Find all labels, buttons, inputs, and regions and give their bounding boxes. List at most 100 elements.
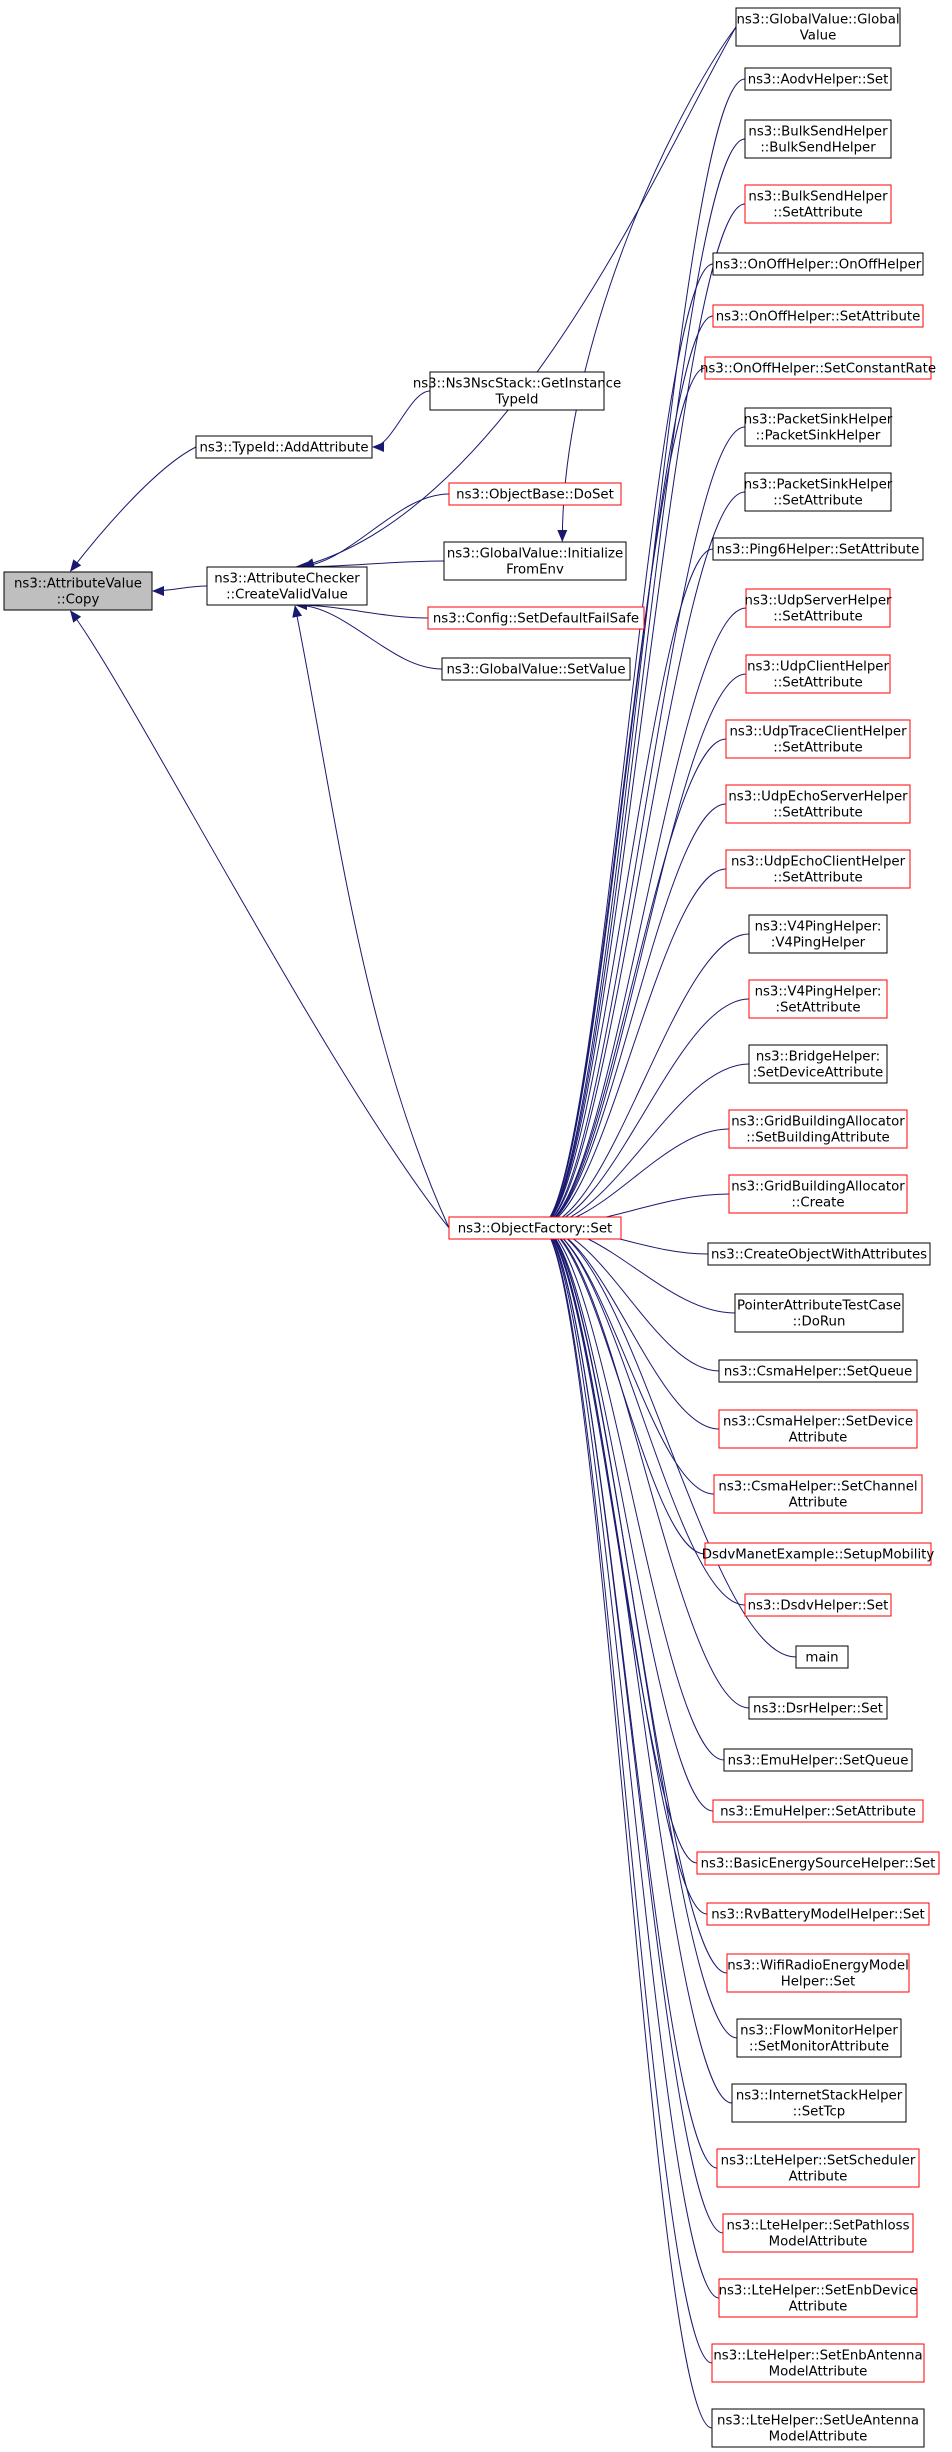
node-udptrace[interactable]: ns3::UdpTraceClientHelper::SetAttribute <box>725 719 911 759</box>
node-label-line: ns3::ObjectFactory::Set <box>458 1222 612 1237</box>
node-label-line: ns3::LteHelper::SetEnbAntenna <box>713 2349 922 2364</box>
node-label-line: ::SetBuildingAttribute <box>746 1131 889 1146</box>
node-label-line: ns3::RvBatteryModelHelper::Set <box>711 1908 925 1923</box>
node-label-line: ::SetAttribute <box>773 806 863 821</box>
edge-checker-to-root <box>152 585 208 596</box>
node-label-line: ns3::EmuHelper::SetQueue <box>728 1754 909 1769</box>
node-checker[interactable]: ns3::AttributeChecker::CreateValidValue <box>206 566 368 606</box>
node-dsdvmob[interactable]: DsdvManetExample::SetupMobility <box>702 1542 935 1566</box>
node-label-line: ns3::PacketSinkHelper <box>744 413 893 428</box>
node-bsctor[interactable]: ns3::BulkSendHelper::BulkSendHelper <box>744 119 892 159</box>
node-udpcli[interactable]: ns3::UdpClientHelper::SetAttribute <box>745 654 891 694</box>
node-onoffattr[interactable]: ns3::OnOffHelper::SetAttribute <box>712 304 924 328</box>
node-label-line: ::SetMonitorAttribute <box>749 2040 889 2055</box>
node-label-line: Attribute <box>789 2300 848 2315</box>
node-label-line: ns3::PacketSinkHelper <box>744 478 893 493</box>
node-box <box>745 588 891 628</box>
node-main[interactable]: main <box>795 1645 849 1669</box>
node-onoffrate[interactable]: ns3::OnOffHelper::SetConstantRate <box>700 356 936 380</box>
edge-bsctor-to-factory <box>539 138 746 1231</box>
node-echocli[interactable]: ns3::UdpEchoClientHelper::SetAttribute <box>725 849 911 889</box>
node-inettcp[interactable]: ns3::InternetStackHelper::SetTcp <box>731 2083 907 2123</box>
node-lteueant[interactable]: ns3::LteHelper::SetUeAntennaModelAttribu… <box>711 2408 925 2448</box>
node-box <box>748 1696 888 1720</box>
node-psattr[interactable]: ns3::PacketSinkHelper::SetAttribute <box>744 472 893 512</box>
node-v4ctor[interactable]: ns3::V4PingHelper::V4PingHelper <box>748 914 888 954</box>
node-factory[interactable]: ns3::ObjectFactory::Set <box>448 1216 622 1240</box>
node-box <box>443 541 627 581</box>
edge-dsrset-to-factory <box>539 1221 750 1709</box>
node-label-line: ns3::FlowMonitorHelper <box>740 2024 898 2039</box>
node-label-line: ModelAttribute <box>769 2365 868 2380</box>
node-gvset[interactable]: ns3::GlobalValue::SetValue <box>441 657 631 681</box>
node-aodv[interactable]: ns3::AodvHelper::Set <box>744 67 892 91</box>
node-label-line: ns3::OnOffHelper::SetConstantRate <box>700 362 936 377</box>
node-ltepath[interactable]: ns3::LteHelper::SetPathlossModelAttribut… <box>722 2213 914 2253</box>
edge-lteueant-to-factory <box>539 1221 713 2429</box>
node-box <box>722 2213 914 2253</box>
node-label-line: DsdvManetExample::SetupMobility <box>702 1548 935 1563</box>
node-emuattr[interactable]: ns3::EmuHelper::SetAttribute <box>712 1799 924 1823</box>
node-label-line: ModelAttribute <box>769 2430 868 2445</box>
node-label-line: Attribute <box>789 1496 848 1511</box>
node-root[interactable]: ns3::AttributeValue::Copy <box>3 571 153 611</box>
node-label-line: ModelAttribute <box>769 2235 868 2250</box>
node-box <box>195 435 373 459</box>
node-echosrv[interactable]: ns3::UdpEchoServerHelper::SetAttribute <box>725 784 911 824</box>
node-label-line: Value <box>800 29 837 44</box>
node-label-line: ::Copy <box>57 593 100 608</box>
node-label-line: :SetAttribute <box>775 1001 860 1016</box>
node-label-line: ::Create <box>791 1196 844 1211</box>
node-dsrset[interactable]: ns3::DsrHelper::Set <box>748 1696 888 1720</box>
node-label-line: ns3::UdpTraceClientHelper <box>729 725 907 740</box>
node-cfgdef[interactable]: ns3::Config::SetDefaultFailSafe <box>427 606 645 630</box>
node-box <box>725 849 911 889</box>
node-box <box>725 784 911 824</box>
node-rvbat[interactable]: ns3::RvBatteryModelHelper::Set <box>706 1902 930 1926</box>
node-v4attr[interactable]: ns3::V4PingHelper::SetAttribute <box>748 979 888 1019</box>
node-gridbld[interactable]: ns3::GridBuildingAllocator::SetBuildingA… <box>728 1109 908 1149</box>
node-emuq[interactable]: ns3::EmuHelper::SetQueue <box>723 1748 913 1772</box>
edge-dsdvset-to-factory <box>539 1221 746 1606</box>
node-label-line: ::SetAttribute <box>773 494 863 509</box>
node-label-line: ns3::LteHelper::SetPathloss <box>727 2219 910 2234</box>
node-gridcreate[interactable]: ns3::GridBuildingAllocator::Create <box>728 1174 908 1214</box>
edge-typeid-to-root <box>69 446 197 572</box>
node-typeid[interactable]: ns3::TypeId::AddAttribute <box>195 435 373 459</box>
node-label-line: ::SetAttribute <box>773 741 863 756</box>
node-csmadev[interactable]: ns3::CsmaHelper::SetDeviceAttribute <box>718 1409 918 1449</box>
node-label-line: :V4PingHelper <box>771 936 866 951</box>
node-box <box>712 537 924 561</box>
node-onoffctor[interactable]: ns3::OnOffHelper::OnOffHelper <box>712 252 924 276</box>
node-objbase[interactable]: ns3::ObjectBase::DoSet <box>448 482 622 506</box>
node-label-line: ns3::OnOffHelper::SetAttribute <box>716 310 921 325</box>
node-basicenergy[interactable]: ns3::BasicEnergySourceHelper::Set <box>696 1851 940 1875</box>
node-bridge[interactable]: ns3::BridgeHelper::SetDeviceAttribute <box>748 1044 888 1084</box>
node-flowmon[interactable]: ns3::FlowMonitorHelper::SetMonitorAttrib… <box>736 2018 902 2058</box>
node-udpsrv[interactable]: ns3::UdpServerHelper::SetAttribute <box>745 588 892 628</box>
edge-gvctor-to-gvinit <box>557 26 737 542</box>
edge-ltesched-to-factory <box>539 1221 718 2169</box>
node-label-line: ns3::CreateObjectWithAttributes <box>711 1248 927 1263</box>
node-csmaq[interactable]: ns3::CsmaHelper::SetQueue <box>718 1359 918 1383</box>
node-pointer[interactable]: PointerAttributeTestCase::DoRun <box>734 1293 904 1333</box>
edge-nsc-to-typeid <box>372 390 431 452</box>
node-createobj[interactable]: ns3::CreateObjectWithAttributes <box>707 1242 931 1266</box>
edge-v4ctor-to-factory <box>539 933 750 1231</box>
edge-onoffattr-to-factory <box>539 315 714 1231</box>
node-box <box>706 1902 930 1926</box>
node-gvctor[interactable]: ns3::GlobalValue::GlobalValue <box>735 7 901 47</box>
node-dsdvset[interactable]: ns3::DsdvHelper::Set <box>744 1593 892 1617</box>
node-lteenbant[interactable]: ns3::LteHelper::SetEnbAntennaModelAttrib… <box>711 2343 925 2383</box>
node-psctor[interactable]: ns3::PacketSinkHelper::PacketSinkHelper <box>744 407 893 447</box>
node-box <box>711 2343 925 2383</box>
node-ping6[interactable]: ns3::Ping6Helper::SetAttribute <box>712 537 924 561</box>
node-label-line: ns3::Ping6Helper::SetAttribute <box>717 543 920 558</box>
node-bsattr[interactable]: ns3::BulkSendHelper::SetAttribute <box>744 184 892 224</box>
